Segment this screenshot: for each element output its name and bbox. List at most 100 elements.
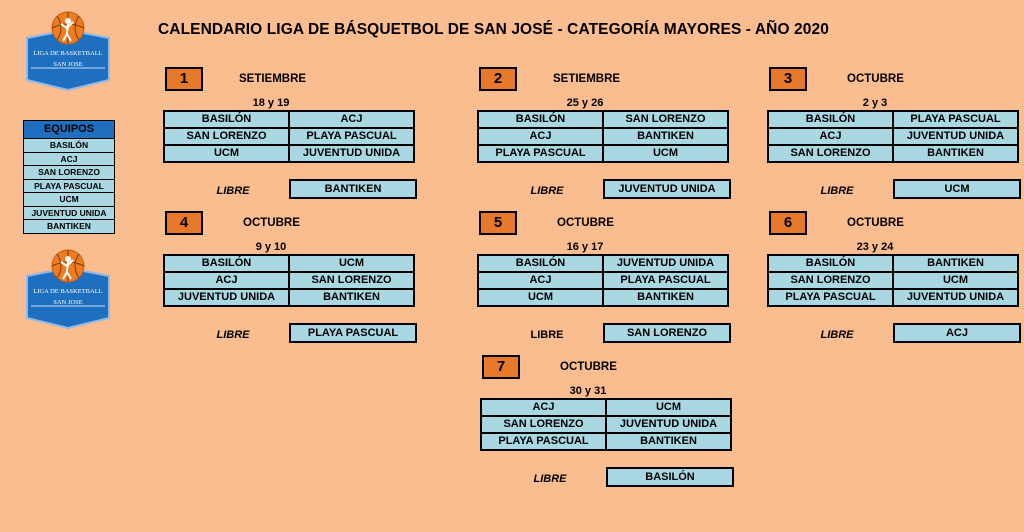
away-team: JUVENTUD UNIDA [894,129,1017,144]
libre-label: LIBRE [820,185,854,197]
logo-text: LIGA DE BASKETBALL [33,50,103,57]
home-team: ACJ [769,129,892,144]
libre-team: BANTIKEN [289,179,417,199]
away-team: JUVENTUD UNIDA [894,290,1017,305]
home-team: PLAYA PASCUAL [482,434,605,449]
away-team: UCM [894,273,1017,288]
basketball-shield-icon [26,249,110,330]
round-number: 1 [165,67,203,91]
basketball-shield-icon [26,11,110,92]
libre-team: SAN LORENZO [603,323,731,343]
home-team: BASILÓN [479,256,602,271]
away-team: PLAYA PASCUAL [604,273,727,288]
league-logo-bottom: LIGA DE BASKETBALL SAN JOSE [21,246,115,330]
home-team: BASILÓN [479,112,602,127]
away-team: ACJ [290,112,413,127]
home-team: BASILÓN [769,256,892,271]
round-month: OCTUBRE [560,361,617,373]
round-number: 7 [482,355,520,379]
away-team: BANTIKEN [604,290,727,305]
libre-label: LIBRE [216,329,250,341]
away-team: PLAYA PASCUAL [894,112,1017,127]
team-item: PLAYA PASCUAL [24,179,114,193]
match-table: BASILÓN JUVENTUD UNIDA ACJ PLAYA PASCUAL… [477,254,729,307]
round-month: SETIEMBRE [239,73,307,85]
round-month: OCTUBRE [557,217,614,229]
away-team: BANTIKEN [604,129,727,144]
round-number: 2 [479,67,517,91]
round-month: OCTUBRE [243,217,300,229]
libre-team: UCM [893,179,1021,199]
home-team: SAN LORENZO [165,129,288,144]
team-item: JUVENTUD UNIDA [24,206,114,220]
away-team: UCM [607,400,730,415]
team-item: UCM [24,193,114,207]
team-item: SAN LORENZO [24,166,114,180]
home-team: SAN LORENZO [769,273,892,288]
round-dates: 30 y 31 [569,385,607,397]
home-team: BASILÓN [165,256,288,271]
round-dates: 18 y 19 [252,97,290,109]
round-month: SETIEMBRE [553,73,621,85]
away-team: BANTIKEN [894,256,1017,271]
libre-label: LIBRE [216,185,250,197]
page-title: CALENDARIO LIGA DE BÁSQUETBOL DE SAN JOS… [158,21,829,38]
away-team: UCM [290,256,413,271]
home-team: UCM [165,146,288,161]
home-team: PLAYA PASCUAL [769,290,892,305]
round-7: 7 OCTUBRE 30 y 31 ACJ UCM SAN LORENZO JU… [480,355,734,487]
round-number: 3 [769,67,807,91]
away-team: SAN LORENZO [290,273,413,288]
libre-label: LIBRE [820,329,854,341]
round-dates: 23 y 24 [856,241,894,253]
libre-label: LIBRE [530,329,564,341]
libre-team: BASILÓN [606,467,734,487]
round-2: 2 SETIEMBRE 25 y 26 BASILÓN SAN LORENZO … [477,67,731,199]
match-table: BASILÓN ACJ SAN LORENZO PLAYA PASCUAL UC… [163,110,415,163]
home-team: ACJ [165,273,288,288]
home-team: SAN LORENZO [482,417,605,432]
round-6: 6 OCTUBRE 23 y 24 BASILÓN BANTIKEN SAN L… [767,211,1021,343]
round-dates: 9 y 10 [255,241,287,253]
round-month: OCTUBRE [847,73,904,85]
home-team: UCM [479,290,602,305]
home-team: ACJ [482,400,605,415]
libre-label: LIBRE [533,473,567,485]
away-team: BANTIKEN [290,290,413,305]
away-team: JUVENTUD UNIDA [607,417,730,432]
team-item: ACJ [24,152,114,166]
round-number: 5 [479,211,517,235]
team-item: BANTIKEN [24,220,114,233]
round-number: 4 [165,211,203,235]
away-team: JUVENTUD UNIDA [290,146,413,161]
home-team: SAN LORENZO [769,146,892,161]
away-team: BANTIKEN [894,146,1017,161]
logo-subtext: SAN JOSE [53,61,83,68]
round-number: 6 [769,211,807,235]
teams-header: EQUIPOS [24,121,114,139]
away-team: PLAYA PASCUAL [290,129,413,144]
match-table: BASILÓN SAN LORENZO ACJ BANTIKEN PLAYA P… [477,110,729,163]
home-team: JUVENTUD UNIDA [165,290,288,305]
teams-list: EQUIPOS BASILÓN ACJ SAN LORENZO PLAYA PA… [23,120,115,234]
match-table: BASILÓN PLAYA PASCUAL ACJ JUVENTUD UNIDA… [767,110,1019,163]
round-1: 1 SETIEMBRE 18 y 19 BASILÓN ACJ SAN LORE… [163,67,417,199]
league-logo: LIGA DE BASKETBALL SAN JOSE [21,8,115,92]
round-dates: 25 y 26 [566,97,604,109]
round-month: OCTUBRE [847,217,904,229]
round-dates: 16 y 17 [566,241,604,253]
libre-team: ACJ [893,323,1021,343]
libre-team: JUVENTUD UNIDA [603,179,731,199]
round-4: 4 OCTUBRE 9 y 10 BASILÓN UCM ACJ SAN LOR… [163,211,417,343]
libre-label: LIBRE [530,185,564,197]
libre-team: PLAYA PASCUAL [289,323,417,343]
round-5: 5 OCTUBRE 16 y 17 BASILÓN JUVENTUD UNIDA… [477,211,731,343]
logo-text: LIGA DE BASKETBALL [33,288,103,295]
home-team: BASILÓN [769,112,892,127]
round-dates: 2 y 3 [862,97,888,109]
away-team: BANTIKEN [607,434,730,449]
match-table: ACJ UCM SAN LORENZO JUVENTUD UNIDA PLAYA… [480,398,732,451]
away-team: UCM [604,146,727,161]
match-table: BASILÓN BANTIKEN SAN LORENZO UCM PLAYA P… [767,254,1019,307]
team-item: BASILÓN [24,139,114,153]
